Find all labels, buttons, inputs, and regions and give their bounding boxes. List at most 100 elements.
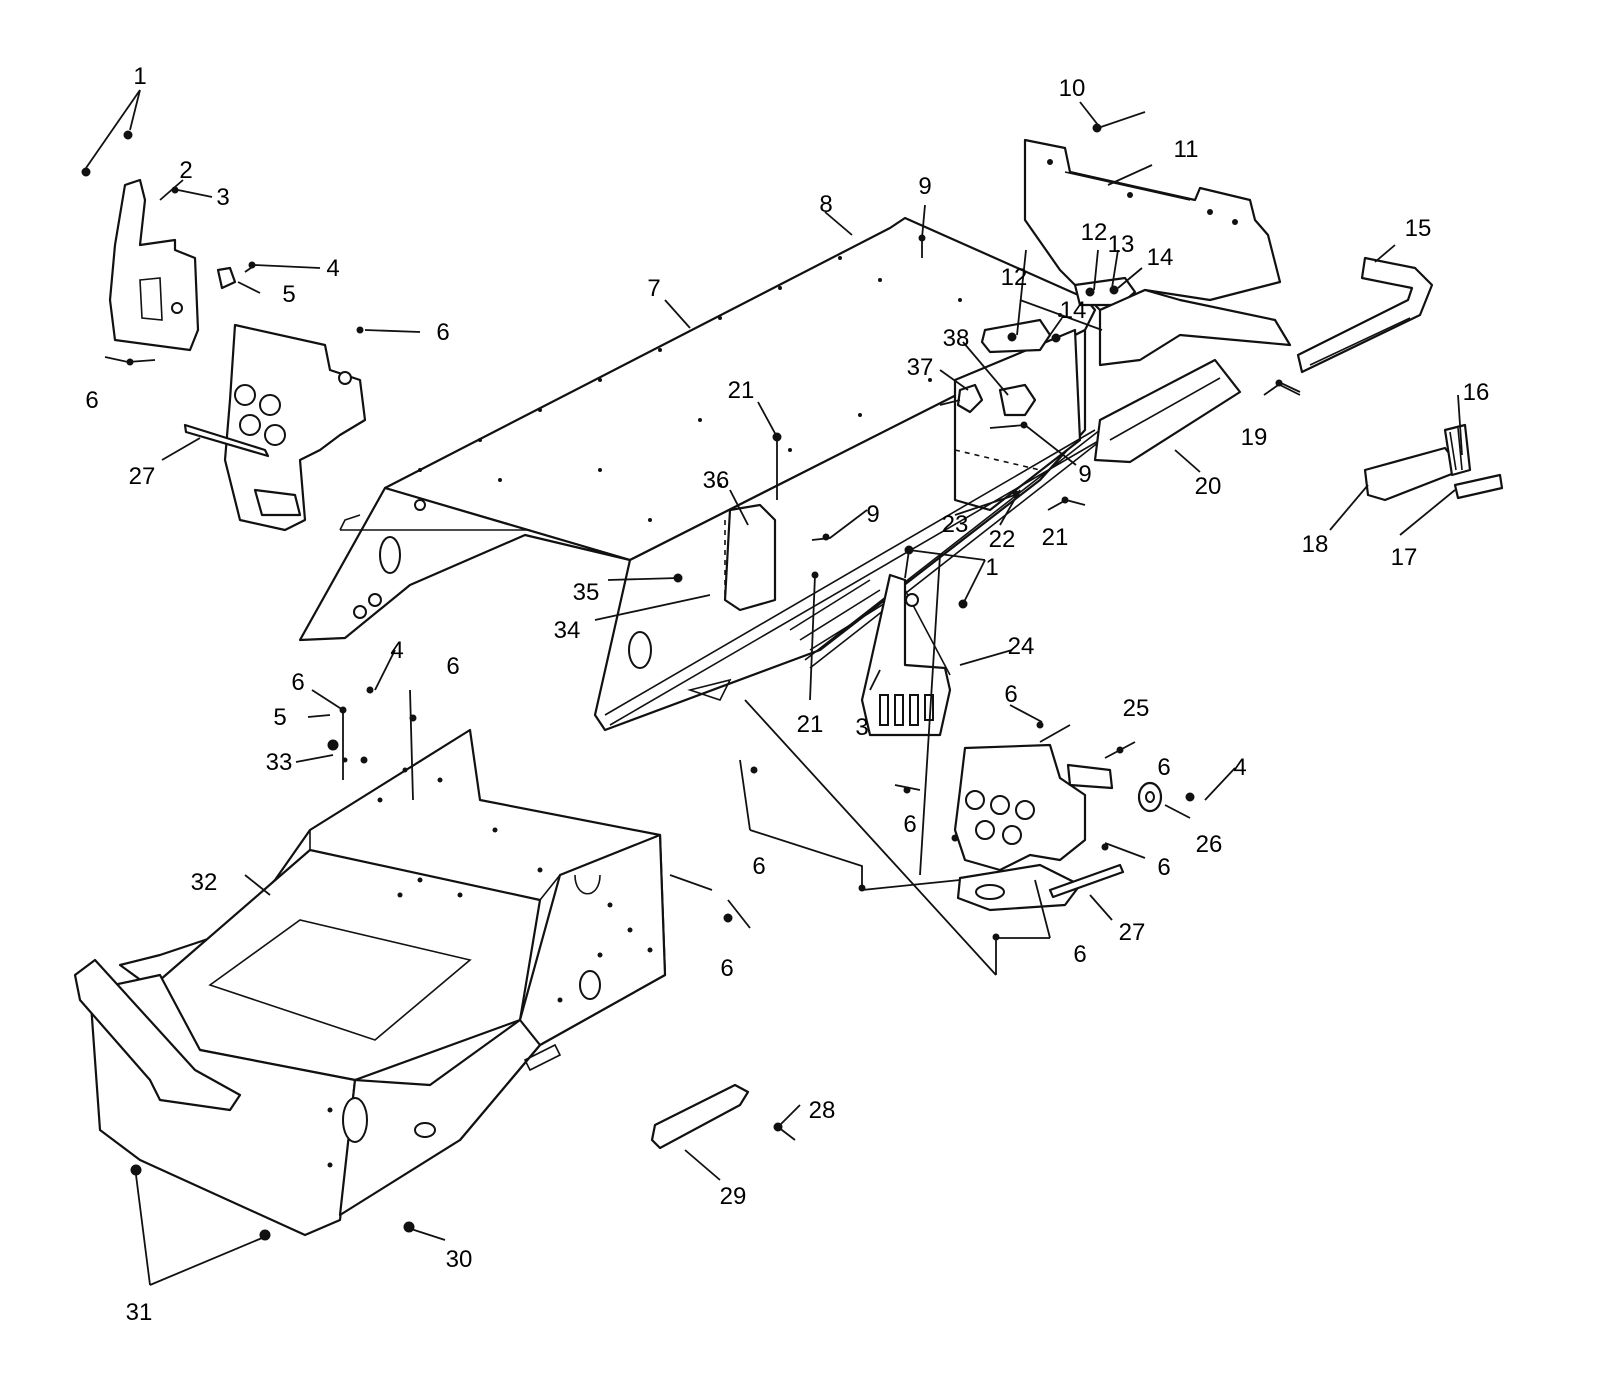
part-36-bracket bbox=[723, 503, 777, 612]
bracket-24-pivot bbox=[905, 593, 919, 607]
callout-1: 1 bbox=[985, 554, 998, 581]
callout-13: 13 bbox=[1108, 231, 1135, 258]
rear-panel-body bbox=[1023, 138, 1282, 312]
callout-21: 21 bbox=[1042, 524, 1069, 551]
right-panel-large-hole bbox=[628, 631, 652, 669]
frame-side-slot bbox=[523, 1043, 562, 1072]
callout-6: 6 bbox=[752, 853, 765, 880]
callout-9: 9 bbox=[866, 501, 879, 528]
callout-6: 6 bbox=[85, 387, 98, 414]
callout-32: 32 bbox=[191, 869, 218, 896]
part-18-housing bbox=[1363, 446, 1464, 502]
right-panel-vent-slot bbox=[687, 678, 732, 701]
callout-6: 6 bbox=[1157, 854, 1170, 881]
callout-4: 4 bbox=[326, 255, 339, 282]
callout-31: 31 bbox=[126, 1299, 153, 1326]
callout-4: 4 bbox=[1233, 754, 1246, 781]
left-bracket-hole-1 bbox=[234, 384, 256, 406]
callout-1: 1 bbox=[133, 63, 146, 90]
callout-6: 6 bbox=[903, 811, 916, 838]
callout-2: 2 bbox=[179, 157, 192, 184]
callout-36: 36 bbox=[703, 467, 730, 494]
left-panel-large-hole bbox=[379, 536, 401, 574]
callout-26: 26 bbox=[1196, 831, 1223, 858]
callout-4: 4 bbox=[390, 637, 403, 664]
part-25-bracket bbox=[1066, 763, 1114, 790]
frame-right-front-face bbox=[338, 1018, 542, 1217]
callout-3: 3 bbox=[855, 714, 868, 741]
callout-6: 6 bbox=[720, 955, 733, 982]
left-panel-small-hole-3 bbox=[414, 499, 426, 511]
part-2-bracket bbox=[108, 178, 200, 352]
callout-labels: 1 2 3 4 5 6 6 27 10 11 9 8 7 12 13 14 12… bbox=[85, 63, 1489, 1326]
part-38-plate bbox=[998, 383, 1037, 417]
part-11-rear-panel bbox=[1023, 138, 1292, 367]
callout-9: 9 bbox=[918, 173, 931, 200]
callout-24: 24 bbox=[1008, 633, 1035, 660]
bracket-24-slots bbox=[879, 694, 934, 726]
callout-30: 30 bbox=[446, 1246, 473, 1273]
callout-6: 6 bbox=[436, 319, 449, 346]
callout-12: 12 bbox=[1001, 264, 1028, 291]
part-5-clip bbox=[216, 266, 237, 290]
callout-25: 25 bbox=[1123, 695, 1150, 722]
rear-extension-rail bbox=[1098, 288, 1292, 367]
frame-floor-cutout bbox=[208, 919, 472, 1041]
right-bracket-hole-1 bbox=[965, 790, 985, 810]
rear-panel-edge bbox=[1064, 171, 1191, 201]
callout-15: 15 bbox=[1405, 215, 1432, 242]
callout-11: 11 bbox=[1174, 136, 1199, 163]
callout-9: 9 bbox=[1078, 461, 1091, 488]
frame-side-hole bbox=[579, 970, 601, 1000]
right-bracket-hole-2 bbox=[990, 795, 1010, 815]
callout-6: 6 bbox=[1073, 941, 1086, 968]
callout-27: 27 bbox=[129, 463, 156, 490]
bracket-slot bbox=[139, 277, 163, 321]
frame-face-hole bbox=[414, 1122, 436, 1138]
callout-38: 38 bbox=[943, 325, 970, 352]
part-20-guard bbox=[1093, 358, 1242, 464]
callout-14: 14 bbox=[1060, 297, 1087, 324]
right-front-bracket-assembly bbox=[860, 573, 952, 737]
left-bracket-hole-5 bbox=[338, 371, 352, 385]
right-bracket-hole-3 bbox=[1015, 800, 1035, 820]
callout-34: 34 bbox=[554, 617, 581, 644]
bumper-slots bbox=[1309, 317, 1411, 366]
left-suspension-bracket bbox=[183, 323, 367, 532]
left-bracket-hole-4 bbox=[264, 424, 286, 446]
left-bracket-hole-2 bbox=[259, 394, 281, 416]
washer-center bbox=[1145, 791, 1155, 803]
part-27-rod-left bbox=[183, 423, 270, 458]
leader-lines bbox=[85, 89, 1463, 1286]
right-suspension-bracket bbox=[953, 743, 1163, 912]
callout-22: 22 bbox=[989, 526, 1016, 553]
callout-19: 19 bbox=[1241, 424, 1268, 451]
bracket-hole bbox=[171, 302, 183, 314]
callout-14: 14 bbox=[1147, 244, 1174, 271]
left-bracket-foot bbox=[253, 488, 302, 517]
callout-33: 33 bbox=[266, 749, 293, 776]
callout-27: 27 bbox=[1119, 919, 1146, 946]
guard-edge bbox=[1109, 377, 1221, 441]
frame-side-notch bbox=[574, 874, 601, 895]
left-bracket-hole-3 bbox=[239, 414, 261, 436]
left-front-bracket-assembly bbox=[108, 178, 237, 352]
callout-20: 20 bbox=[1195, 473, 1222, 500]
frame-front-slot bbox=[342, 1097, 368, 1143]
callout-5: 5 bbox=[273, 704, 286, 731]
callout-3: 3 bbox=[216, 184, 229, 211]
callout-6: 6 bbox=[1157, 754, 1170, 781]
callout-6: 6 bbox=[446, 653, 459, 680]
part-32-front-frame bbox=[73, 728, 667, 1237]
part-37-bushing bbox=[956, 383, 984, 414]
callout-35: 35 bbox=[573, 579, 600, 606]
callout-21: 21 bbox=[797, 711, 824, 738]
callout-12: 12 bbox=[1081, 219, 1108, 246]
left-panel-small-hole bbox=[368, 593, 382, 607]
callout-21: 21 bbox=[728, 377, 755, 404]
callout-8: 8 bbox=[819, 191, 832, 218]
callout-6: 6 bbox=[1004, 681, 1017, 708]
callout-6: 6 bbox=[291, 669, 304, 696]
callout-5: 5 bbox=[282, 281, 295, 308]
